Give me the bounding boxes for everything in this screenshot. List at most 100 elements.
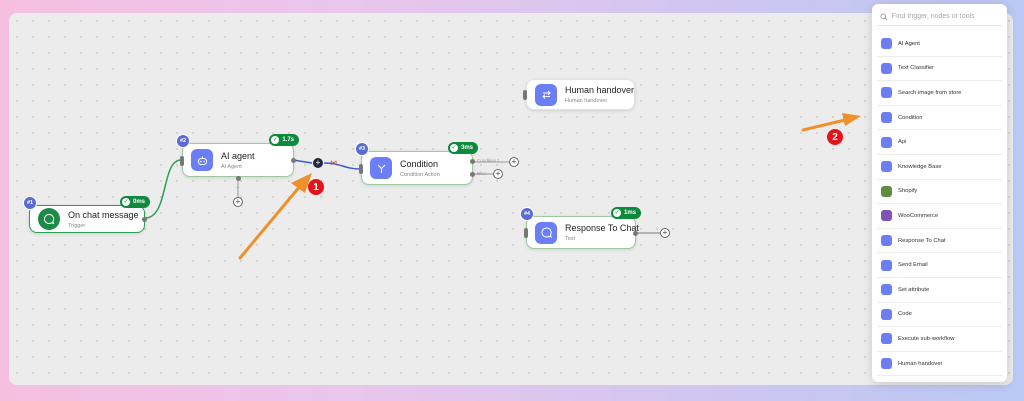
woocommerce-icon — [881, 210, 892, 222]
panel-item-ai-agent[interactable]: AI Agent — [877, 32, 1002, 57]
panel-item-knowledge-base[interactable]: Knowledge Base — [877, 155, 1002, 180]
timing-badge: ✓ 3ms — [447, 142, 478, 154]
database-icon — [881, 161, 892, 173]
node-title: AI agent — [221, 150, 255, 161]
panel-item-label: Send Email — [898, 262, 928, 269]
node-title: Condition — [400, 158, 439, 169]
annotation-arrow-2 — [801, 113, 861, 132]
add-tool-button[interactable]: + — [233, 197, 243, 207]
callout-marker-2: 2 — [827, 129, 843, 145]
output-port[interactable] — [291, 158, 296, 163]
add-false-branch-button[interactable]: + — [493, 169, 503, 179]
brackets-icon — [881, 284, 892, 296]
image-search-icon — [881, 87, 892, 99]
check-icon: ✓ — [271, 136, 280, 144]
node-ai-agent[interactable]: #2 ✓ 1.7s AI agent AI Agent — [176, 134, 299, 177]
panel-item-label: WooCommerce — [898, 212, 939, 219]
panel-item-label: Api — [898, 139, 907, 146]
panel-item-label: Code — [898, 311, 912, 318]
panel-item-code[interactable]: Code — [877, 303, 1002, 328]
input-port[interactable] — [180, 156, 184, 166]
node-trigger[interactable]: #1 ✓ 0ms On chat message Trigger — [23, 196, 150, 233]
panel-item-execute-sub-workflow[interactable]: Execute sub-workflow — [877, 327, 1002, 352]
branch-label-false: Else — [477, 171, 486, 176]
panel-item-label: Text Classifier — [898, 65, 935, 72]
chat-icon — [535, 221, 557, 244]
panel-item-shopify[interactable]: Shopify — [877, 180, 1002, 205]
node-subtitle: Human handover — [565, 98, 608, 104]
panel-item-label: Execute sub-workflow — [898, 335, 955, 342]
timing-badge: ✓ 0ms — [119, 196, 150, 208]
input-port[interactable] — [359, 164, 363, 174]
code-icon — [881, 308, 892, 320]
add-node-button[interactable]: + — [313, 158, 323, 168]
edges-layer — [144, 113, 861, 260]
check-icon: ✓ — [449, 144, 458, 152]
panel-item-label: AI Agent — [898, 40, 920, 47]
workflow-canvas[interactable]: #1 ✓ 0ms On chat message Trigger #2 ✓ 1.… — [9, 13, 1013, 385]
panel-item-api[interactable]: Api — [877, 130, 1002, 155]
panel-item-text-classifier[interactable]: Text Classifier — [877, 57, 1002, 82]
timing-badge: ✓ 1.7s — [269, 134, 299, 146]
tool-label: — — [235, 185, 240, 190]
api-icon — [881, 136, 892, 148]
add-after-response-button[interactable]: + — [660, 228, 670, 238]
add-true-branch-button[interactable]: + — [509, 157, 519, 167]
email-icon — [881, 259, 892, 271]
chat-icon — [881, 235, 892, 247]
handover-icon — [881, 358, 892, 370]
chat-icon — [38, 208, 60, 230]
panel-item-human-handover[interactable]: Human handover — [877, 352, 1002, 377]
node-title: Human handover — [565, 85, 635, 95]
output-port-false[interactable] — [470, 172, 475, 177]
node-picker-panel: AI Agent Text Classifier Search image fr… — [872, 4, 1007, 382]
panel-item-label: Response To Chat — [898, 237, 946, 244]
node-number-badge: #2 — [176, 134, 190, 148]
node-human-handover[interactable]: Human handover Human handover — [523, 79, 635, 110]
panel-item-label: Condition — [898, 114, 923, 121]
panel-item-response-to-chat[interactable]: Response To Chat — [877, 229, 1002, 254]
panel-item-label: Human handover — [898, 360, 943, 367]
node-condition[interactable]: #3 ✓ 3ms Condition Condition Action — [355, 142, 478, 185]
insert-node-icon[interactable]: ⋈ — [330, 160, 337, 167]
panel-item-search-image[interactable]: Search image from store — [877, 81, 1002, 106]
panel-item-woocommerce[interactable]: WooCommerce — [877, 204, 1002, 229]
timing-label: 3ms — [460, 145, 473, 151]
node-number-badge: #4 — [520, 207, 534, 221]
check-icon: ✓ — [121, 198, 130, 206]
edge-trigger-ai — [144, 159, 182, 219]
condition-icon — [370, 157, 392, 179]
input-port[interactable] — [524, 228, 528, 238]
panel-item-set-attribute[interactable]: Set attribute — [877, 278, 1002, 303]
robot-icon — [881, 38, 892, 50]
node-title: Response To Chat — [565, 223, 639, 233]
node-subtitle: AI Agent — [221, 163, 242, 170]
panel-item-label: Knowledge Base — [898, 163, 942, 170]
input-port[interactable] — [523, 90, 527, 100]
panel-item-send-email[interactable]: Send Email — [877, 253, 1002, 278]
node-subtitle: Text — [565, 236, 576, 242]
node-number-badge: #3 — [355, 142, 369, 156]
robot-icon — [191, 149, 213, 171]
callout-marker-1: 1 — [308, 179, 324, 195]
output-port-true[interactable] — [470, 159, 475, 164]
node-subtitle: Trigger — [68, 222, 86, 229]
search-input[interactable] — [891, 13, 999, 20]
panel-item-label: Search image from store — [898, 89, 962, 96]
branch-label-true: Condition 1 — [477, 158, 500, 163]
tool-port[interactable] — [236, 176, 241, 181]
timing-badge: ✓ 1ms — [610, 207, 641, 219]
panel-item-label: Shopify — [898, 188, 918, 195]
search-bar[interactable] — [877, 8, 1002, 26]
output-port[interactable] — [633, 231, 638, 236]
node-subtitle: Condition Action — [400, 171, 440, 178]
check-icon: ✓ — [612, 209, 621, 217]
node-title: On chat message — [68, 209, 139, 220]
node-number-badge: #1 — [23, 196, 37, 210]
timing-label: 1ms — [623, 210, 636, 216]
handover-icon — [535, 83, 557, 106]
node-response-to-chat[interactable]: #4 ✓ 1ms Response To Chat Text — [520, 207, 641, 249]
shopify-icon — [881, 185, 892, 197]
output-port[interactable] — [142, 217, 147, 222]
panel-item-condition[interactable]: Condition — [877, 106, 1002, 131]
